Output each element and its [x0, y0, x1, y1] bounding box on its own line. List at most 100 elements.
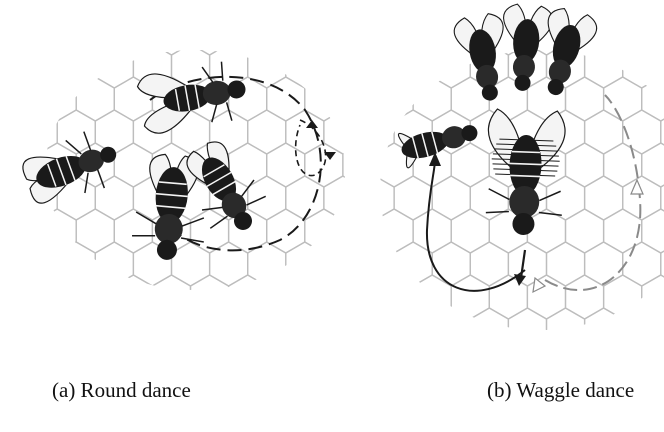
honeycomb-cell: [19, 242, 57, 286]
honeycomb-cell: [470, 242, 508, 286]
honeycomb-cell: [470, 308, 508, 340]
honeycomb-cell: [286, 308, 324, 340]
honeycomb-cell: [547, 308, 585, 340]
honeycomb-cell: [432, 308, 470, 340]
honeycomb-cell: [286, 242, 324, 286]
honeycomb-cell: [375, 44, 394, 88]
honeycomb-cell: [585, 110, 623, 154]
honeycomb-cell: [0, 308, 19, 340]
honeycomb-cell: [248, 110, 286, 154]
honeycomb-cell: [286, 44, 324, 88]
honeycomb-cell: [0, 110, 19, 154]
honeycomb-cell: [95, 242, 133, 286]
honeycomb-cell: [642, 275, 664, 319]
honeycomb-cell: [566, 209, 604, 253]
honeycomb-cell: [286, 176, 324, 220]
honeycomb-cell: [604, 11, 642, 55]
honeycomb-cell: [375, 110, 394, 154]
honeycomb-cell: [95, 44, 133, 88]
honeycomb-cell: [0, 209, 38, 253]
honeycomb-cell: [286, 0, 324, 22]
honeycomb-cell: [566, 275, 604, 319]
honeycomb-cell: [623, 176, 661, 220]
honeycomb-cell: [451, 275, 489, 319]
honeycomb-cell: [413, 209, 451, 253]
waggle-dancer-bee: [485, 109, 566, 237]
honeycomb-cell: [267, 209, 305, 253]
honeycomb-cell: [343, 275, 345, 319]
caption-waggle-dance: (b) Waggle dance: [487, 378, 634, 403]
round-dance-panel: [0, 0, 345, 340]
honeycomb-cell: [375, 11, 413, 55]
honeycomb-cell: [585, 242, 623, 286]
direction-arrow: [533, 278, 545, 292]
honeycomb-cell: [0, 242, 19, 286]
honeycomb-cell: [324, 110, 345, 154]
honeycomb-cell: [623, 308, 661, 340]
honeycomb-cell: [57, 242, 95, 286]
honeycomb-cell: [642, 209, 664, 253]
direction-arrow: [306, 120, 318, 128]
honeycomb-cell: [547, 242, 585, 286]
honeycomb-cell: [0, 0, 19, 22]
honeycomb-cell: [394, 0, 432, 22]
round-dance-illustration: [0, 0, 345, 340]
honeycomb-cell: [133, 308, 171, 340]
honeycomb-cell: [229, 275, 267, 319]
honeycomb-cell: [95, 0, 133, 22]
honeycomb-cell: [152, 11, 190, 55]
honeycomb-cell: [114, 275, 152, 319]
honeycomb-cell: [267, 275, 305, 319]
honeycomb-cell: [248, 0, 286, 22]
honeycomb-cell: [248, 44, 286, 88]
honeycomb-cell: [191, 275, 229, 319]
waggle-dance-illustration: [375, 0, 664, 340]
honeycomb-cell: [305, 209, 343, 253]
honeycomb-cell: [172, 308, 210, 340]
honeycomb-cell: [324, 308, 345, 340]
round-dance-loop: [296, 120, 326, 176]
honeycomb-cell: [585, 176, 623, 220]
honeycomb-cell: [95, 176, 133, 220]
honeycomb-cell: [248, 308, 286, 340]
honeycomb-cell: [210, 308, 248, 340]
honeycomb-cell: [38, 77, 76, 121]
honeycomb-cell: [229, 11, 267, 55]
honeycomb-cell: [642, 11, 664, 55]
honeycomb-cell: [343, 77, 345, 121]
waggle-dance-panel: [375, 0, 664, 340]
honeycomb-cell: [38, 209, 76, 253]
honeycomb-cell: [172, 242, 210, 286]
honeycomb-cell: [324, 242, 345, 286]
honeycomb-cell: [394, 44, 432, 88]
bee-left: [397, 114, 482, 168]
honeycomb-cell: [394, 242, 432, 286]
honeycomb-cell: [470, 176, 508, 220]
honeycomb-cell: [642, 77, 664, 121]
honeycomb-cell: [623, 44, 661, 88]
honeycomb-cell: [375, 0, 394, 22]
honeycomb-cell: [0, 44, 19, 88]
honeycomb-cell: [38, 11, 76, 55]
honeycomb-cell: [324, 176, 345, 220]
honeycomb-cell: [76, 11, 114, 55]
honeycomb-cell: [375, 275, 413, 319]
honeycomb-cell: [305, 11, 343, 55]
honeycomb-cell: [623, 242, 661, 286]
honeycomb-cell: [566, 143, 604, 187]
honeycomb-cell: [451, 209, 489, 253]
honeycomb-cell: [305, 275, 343, 319]
honeycomb-cell: [432, 176, 470, 220]
honeycomb-cell: [375, 308, 394, 340]
waggle-run: [521, 250, 525, 278]
honeycomb-cell: [432, 44, 470, 88]
honeycomb-cell: [76, 77, 114, 121]
honeycomb-cell: [413, 11, 451, 55]
honeycomb-cell: [324, 0, 345, 22]
honeycomb-cell: [375, 77, 413, 121]
honeycomb-cell: [604, 209, 642, 253]
honeycomb-cell: [642, 143, 664, 187]
honeycomb-cell: [114, 11, 152, 55]
honeycomb-cell: [114, 209, 152, 253]
honeycomb-cell: [152, 275, 190, 319]
